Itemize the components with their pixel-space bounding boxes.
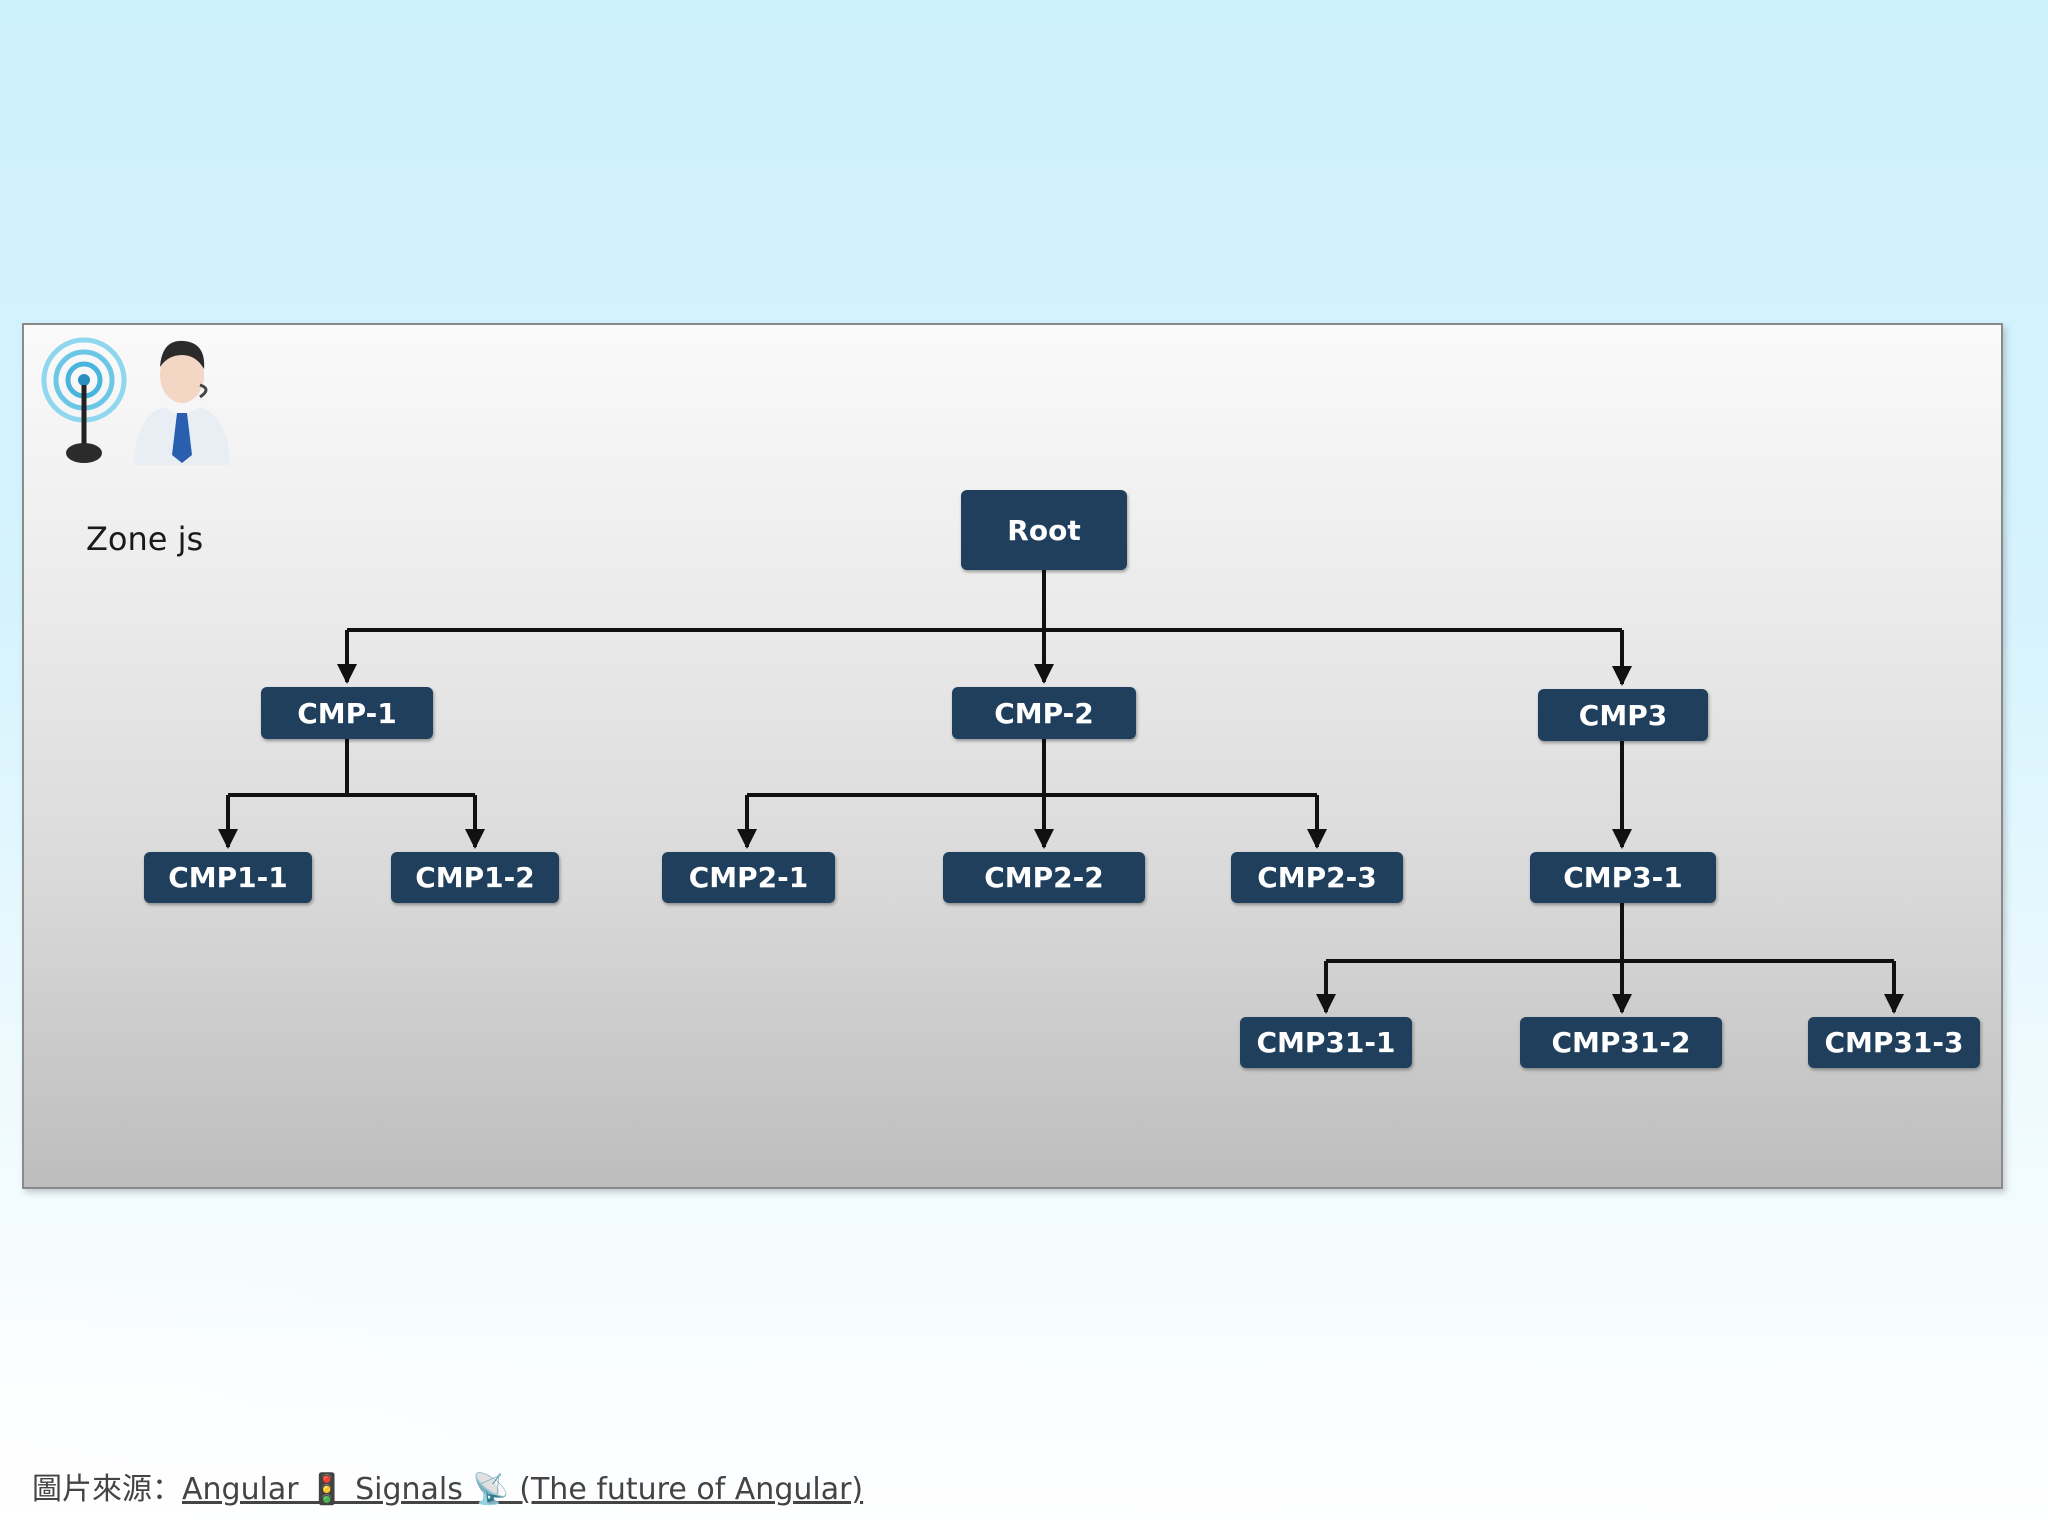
- node-root: Root: [961, 490, 1127, 570]
- node-cmp31-3: CMP31-3: [1808, 1017, 1980, 1068]
- connector-lines: [218, 570, 1904, 1014]
- antenna-person-icon: [41, 337, 230, 465]
- node-cmp-1: CMP-1: [261, 687, 433, 739]
- node-cmp1-2: CMP1-2: [391, 852, 559, 903]
- node-cmp-2: CMP-2: [952, 687, 1136, 739]
- source-link[interactable]: Angular 🚦 Signals 📡 (The future of Angul…: [182, 1472, 864, 1507]
- diagram-panel: Zone js Root CMP-1 CMP-2 CMP3 CMP1-1 CMP…: [22, 323, 2003, 1189]
- node-cmp2-2: CMP2-2: [943, 852, 1145, 903]
- image-source-caption: 圖片來源：Angular 🚦 Signals 📡 (The future of …: [32, 1464, 863, 1508]
- node-cmp31-2: CMP31-2: [1520, 1017, 1722, 1068]
- node-cmp1-1: CMP1-1: [144, 852, 312, 903]
- node-cmp2-3: CMP2-3: [1231, 852, 1403, 903]
- node-cmp31-1: CMP31-1: [1240, 1017, 1412, 1068]
- zone-js-label: Zone js: [86, 520, 204, 558]
- node-cmp3-1: CMP3-1: [1530, 852, 1716, 903]
- node-cmp2-1: CMP2-1: [662, 852, 835, 903]
- node-cmp3: CMP3: [1538, 689, 1708, 741]
- caption-prefix: 圖片來源：: [32, 1472, 182, 1507]
